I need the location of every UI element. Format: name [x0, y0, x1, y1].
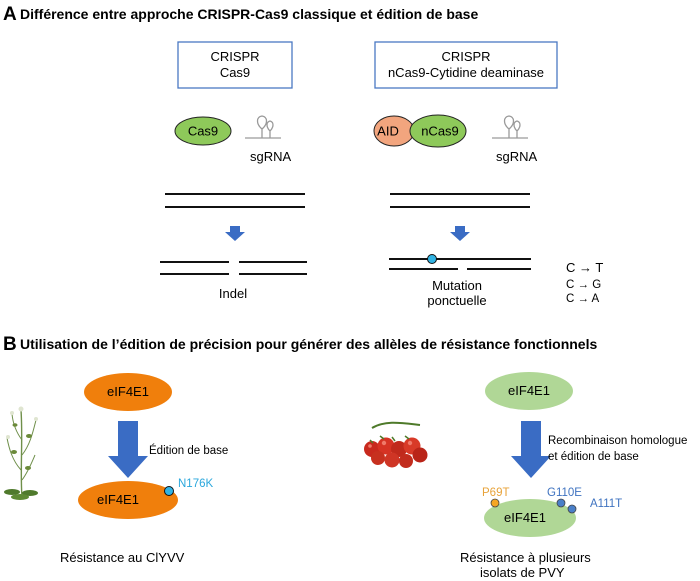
- base-editor-box-line1: CRISPR: [441, 49, 490, 64]
- mutation-label-line2: ponctuelle: [427, 293, 486, 308]
- substitution-c-a: C → A: [566, 293, 600, 305]
- cas9-protein-label: Cas9: [188, 124, 218, 139]
- dna-double-strand-break: [160, 261, 307, 275]
- point-mutation-marker: [427, 254, 437, 264]
- dna-double-strand-left: [165, 193, 305, 208]
- aid-label: AID: [377, 124, 399, 139]
- substitution-c-g: C → G: [566, 279, 601, 291]
- g110e-marker: [556, 498, 566, 508]
- crispr-base-editor-box: [374, 41, 558, 89]
- base-editor-box-line2: nCas9-Cytidine deaminase: [388, 65, 544, 80]
- eif4e1-label-right-top: eIF4E1: [508, 383, 550, 398]
- crispr-cas9-box: [177, 41, 293, 89]
- p69t-label: P69T: [482, 487, 510, 499]
- down-arrow-icon: [511, 421, 551, 478]
- recombination-label-line2: et édition de base: [548, 451, 639, 463]
- panel-a-title: Différence entre approche CRISPR-Cas9 cl…: [20, 6, 478, 22]
- g110e-label: G110E: [547, 487, 582, 499]
- dna-double-strand-right: [390, 193, 530, 208]
- cas9-protein: [174, 116, 232, 146]
- down-arrow-icon: [225, 226, 245, 241]
- panel-b-letter: B: [3, 334, 17, 355]
- pvy-resistance-line1: Résistance à plusieurs: [460, 550, 591, 565]
- clyvv-resistance-label: Résistance au ClYVV: [60, 550, 185, 565]
- n176k-label: N176K: [178, 478, 213, 490]
- eif4e1-label-right-bottom: eIF4E1: [504, 510, 546, 525]
- n176k-marker: [164, 486, 174, 496]
- eif4e1-edited-left: [78, 481, 178, 519]
- eif4e1-wildtype-left: [84, 373, 172, 411]
- substitution-c-t: C → T: [566, 260, 603, 275]
- ncas9-label: nCas9: [421, 124, 459, 139]
- recombination-label-line1: Recombinaison homologue: [548, 435, 687, 447]
- base-editing-label: Édition de base: [149, 444, 228, 457]
- p69t-marker: [490, 498, 500, 508]
- arabidopsis-plant-icon: [4, 406, 38, 500]
- dna-nicked-strand: [389, 258, 531, 270]
- sgrna-label-left: sgRNA: [250, 149, 292, 164]
- pvy-resistance-line2: isolats de PVY: [480, 565, 565, 580]
- eif4e1-edited-right: [484, 499, 576, 537]
- panel-a-letter: A: [3, 4, 17, 25]
- a111t-label: A111T: [590, 498, 622, 510]
- tomato-cluster-icon: [364, 421, 428, 468]
- crispr-cas9-box-line1: CRISPR: [210, 49, 259, 64]
- eif4e1-label-left-top: eIF4E1: [107, 384, 149, 399]
- sgrna-hairpin-icon: [245, 115, 281, 139]
- ncas9-protein: [409, 114, 467, 148]
- mutation-label-line1: Mutation: [432, 278, 482, 293]
- crispr-cas9-box-line2: Cas9: [220, 65, 250, 80]
- down-arrow-icon: [108, 421, 148, 478]
- eif4e1-wildtype-right: [485, 372, 573, 410]
- indel-label: Indel: [219, 286, 247, 301]
- sgrna-hairpin-icon: [492, 115, 528, 139]
- a111t-marker: [567, 504, 577, 514]
- eif4e1-label-left-bottom: eIF4E1: [97, 492, 139, 507]
- sgrna-label-right: sgRNA: [496, 149, 538, 164]
- panel-b-title: Utilisation de l’édition de précision po…: [20, 336, 597, 352]
- down-arrow-icon: [450, 226, 470, 241]
